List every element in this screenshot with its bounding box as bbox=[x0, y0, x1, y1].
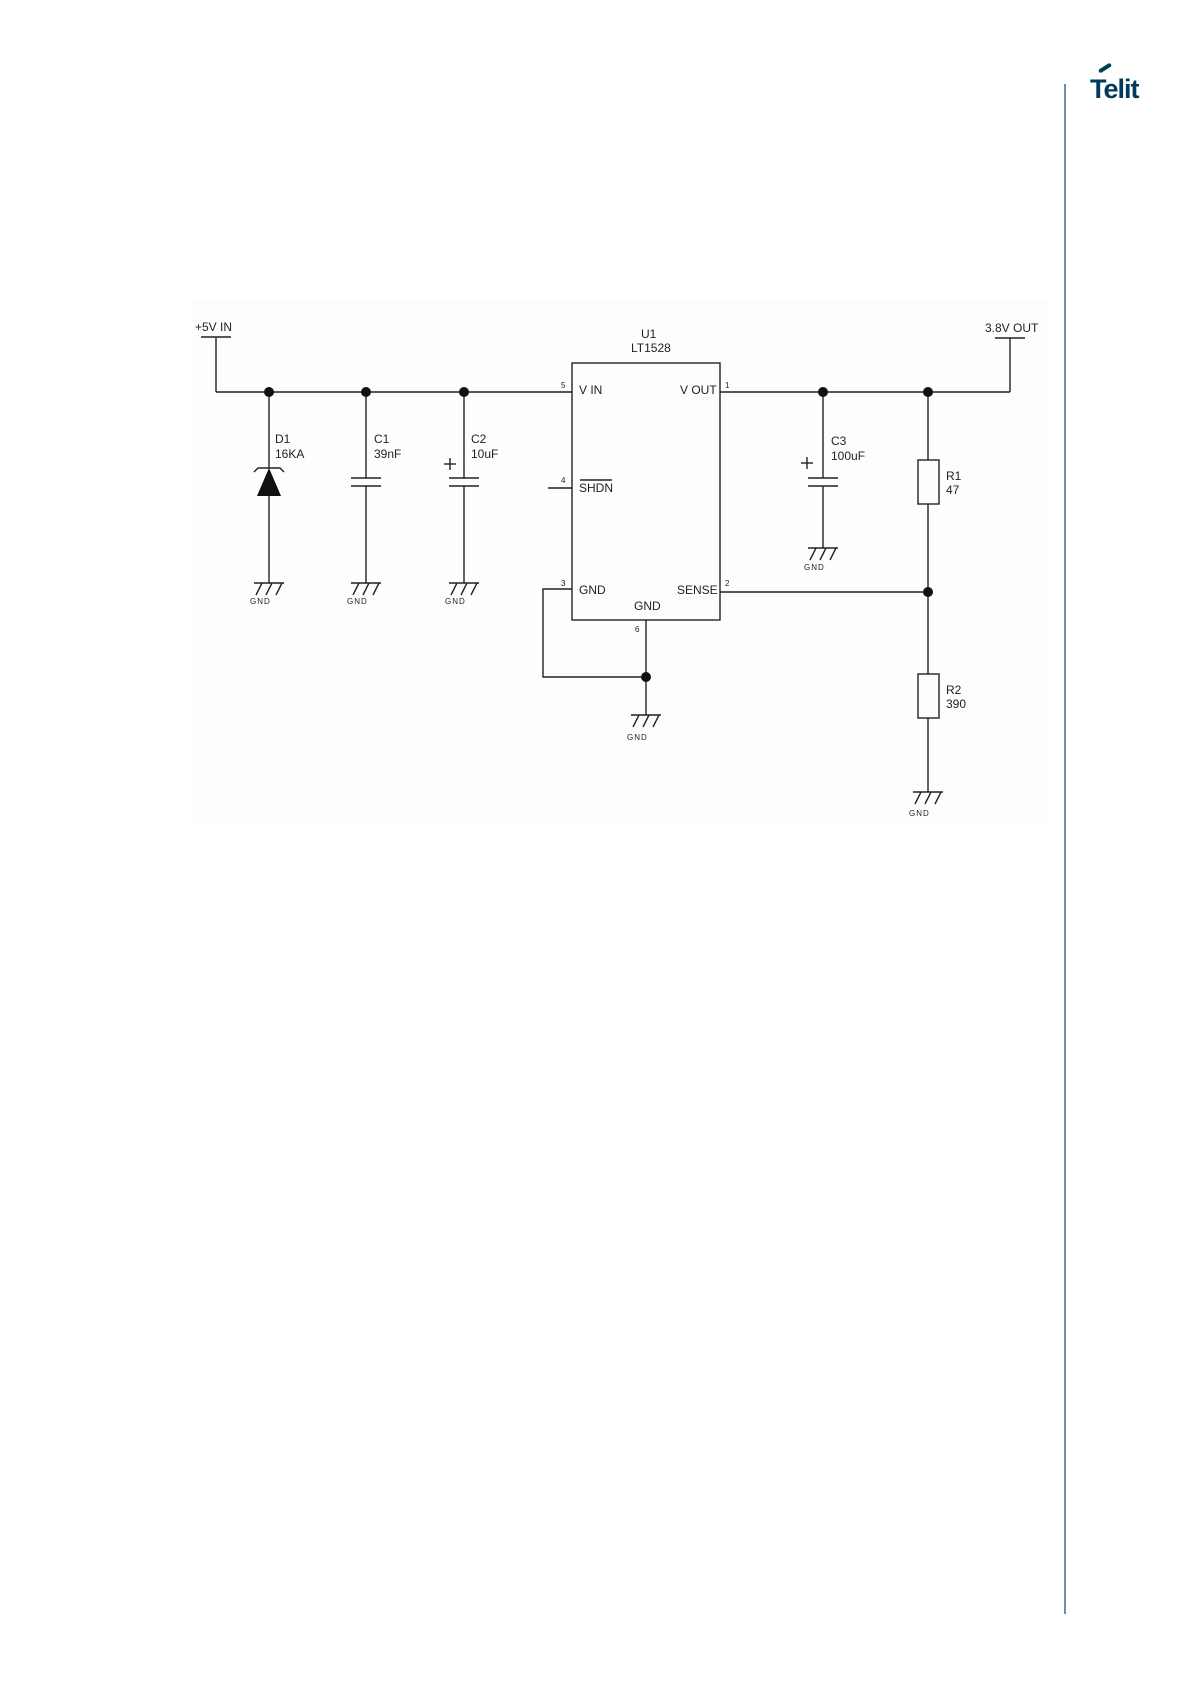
junction-c3 bbox=[818, 387, 828, 397]
gnd-label-c3: GND bbox=[804, 563, 825, 572]
u1-pin-gnd-name: GND bbox=[579, 583, 606, 597]
c3-ref-label: C3 bbox=[831, 434, 847, 448]
u1-pin-sense-name: SENSE bbox=[677, 583, 718, 597]
r2-value-label: 390 bbox=[946, 697, 966, 711]
d1-value-label: 16KA bbox=[275, 447, 304, 461]
u1-ref-label: U1 bbox=[641, 327, 657, 341]
gnd-label-u1: GND bbox=[627, 733, 648, 742]
u1-pin3-number: 3 bbox=[561, 579, 566, 588]
u1-pin-vin-name: V IN bbox=[579, 383, 602, 397]
ground-symbol-c3 bbox=[808, 548, 838, 560]
r1-value-label: 47 bbox=[946, 483, 960, 497]
u1-gnd-pin-loop bbox=[543, 589, 646, 677]
r1-body bbox=[918, 460, 939, 504]
junction-c2 bbox=[459, 387, 469, 397]
ground-symbol-c2 bbox=[449, 583, 479, 595]
gnd-label-d1: GND bbox=[250, 597, 271, 606]
r1-ref-label: R1 bbox=[946, 469, 962, 483]
d1-diode-triangle bbox=[257, 468, 281, 496]
c1-ref-label: C1 bbox=[374, 432, 390, 446]
output-label: 3.8V OUT bbox=[985, 321, 1039, 335]
u1-pin4-number: 4 bbox=[561, 476, 566, 485]
u1-pin1-number: 1 bbox=[725, 381, 730, 390]
ground-symbol-c1 bbox=[351, 583, 381, 595]
c2-ref-label: C2 bbox=[471, 432, 487, 446]
gnd-label-c2: GND bbox=[445, 597, 466, 606]
u1-pin-tab-name: GND bbox=[634, 599, 661, 613]
ground-symbol-r2 bbox=[913, 792, 943, 804]
c1-value-label: 39nF bbox=[374, 447, 401, 461]
r2-ref-label: R2 bbox=[946, 683, 962, 697]
d1-ref-label: D1 bbox=[275, 432, 291, 446]
junction-gnd-loop bbox=[641, 672, 651, 682]
c3-value-label: 100uF bbox=[831, 449, 865, 463]
ground-symbol-d1 bbox=[254, 583, 284, 595]
c2-value-label: 10uF bbox=[471, 447, 498, 461]
u1-pin-shdn-name: SHDN bbox=[579, 481, 613, 495]
ground-symbol-u1 bbox=[631, 715, 661, 727]
u1-pin-vout-name: V OUT bbox=[680, 383, 717, 397]
junction-sense bbox=[923, 587, 933, 597]
u1-pin5-number: 5 bbox=[561, 381, 566, 390]
junction-r1 bbox=[923, 387, 933, 397]
junction-d1 bbox=[264, 387, 274, 397]
junction-c1 bbox=[361, 387, 371, 397]
gnd-label-r2: GND bbox=[909, 809, 930, 818]
u1-part-label: LT1528 bbox=[631, 341, 671, 355]
gnd-label-c1: GND bbox=[347, 597, 368, 606]
input-label: +5V IN bbox=[195, 320, 232, 334]
u1-pin2-number: 2 bbox=[725, 579, 730, 588]
r2-body bbox=[918, 674, 939, 718]
u1-pin6-number: 6 bbox=[635, 625, 640, 634]
